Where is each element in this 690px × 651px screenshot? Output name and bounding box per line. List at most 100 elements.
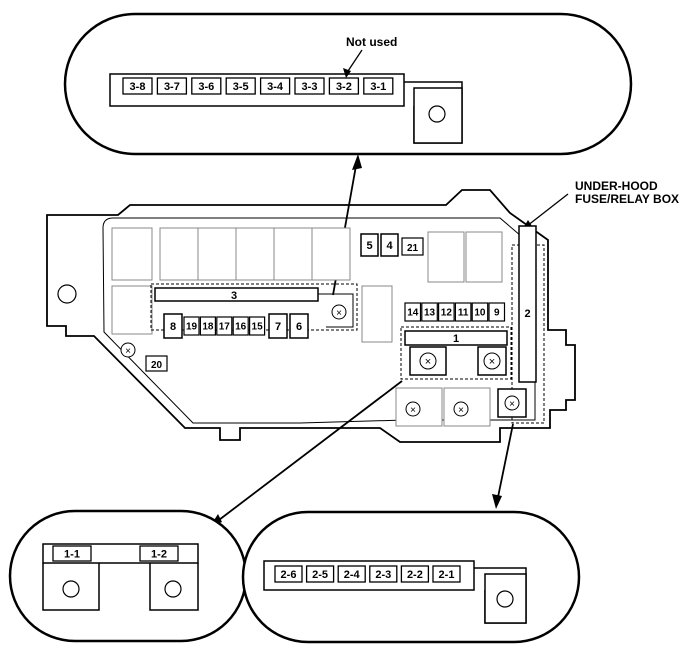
fuse-3-4-label: 3-4 (267, 81, 284, 93)
fuse-3-4-outline (259, 77, 291, 95)
fuse-2-2: 2-2 (400, 565, 430, 583)
fuse-3-8-outline (122, 77, 153, 95)
box-title-line2: FUSE/RELAY BOX (575, 192, 679, 206)
fuse-10-label: 10 (474, 308, 486, 319)
svg-text:×: × (509, 399, 515, 410)
fuse-2-label: 2 (524, 308, 530, 320)
fuse-3-4: 3-4 (259, 77, 291, 95)
fuse-12: 12 (438, 302, 455, 322)
fuse-2-5-outline (305, 565, 335, 583)
fuse-17-label: 17 (219, 322, 231, 333)
fuse-3-6-label: 3-6 (198, 81, 214, 93)
fuse-3-6: 3-6 (191, 77, 222, 95)
fuse-3-7-outline (156, 77, 188, 95)
fuse-2-6-outline (274, 565, 303, 583)
svg-text:×: × (336, 308, 342, 319)
svg-text:×: × (458, 405, 464, 416)
fuse-14-outline (404, 302, 422, 322)
fuse-21-label: 21 (407, 243, 419, 254)
arrow-to-fuse-2 (492, 423, 514, 509)
fuse-11-outline (454, 302, 472, 322)
fuse-6-label: 6 (296, 321, 302, 333)
fuse-2-1: 2-1 (432, 565, 461, 583)
fuse-14-label: 14 (407, 308, 419, 319)
fuse-13-outline (421, 302, 438, 322)
fuse-3-3-label: 3-3 (302, 81, 318, 93)
fuse-15-label: 15 (252, 322, 264, 333)
fuse-13: 13 (421, 302, 438, 322)
fuse-8-label: 8 (170, 321, 176, 333)
fuse-3-3: 3-3 (294, 77, 325, 95)
fuse-11: 11 (454, 302, 472, 322)
fuse-18: 18 (199, 316, 216, 336)
fuse-1-1: 1-1 (52, 545, 92, 562)
fuse-2-4-outline (337, 565, 366, 583)
arrow-to-fuse-1 (209, 380, 403, 528)
fuse-9-label: 9 (494, 308, 500, 319)
fuse-3-5-outline (225, 77, 256, 95)
fuse-19-label: 19 (186, 322, 198, 333)
fuse-3-5-label: 3-5 (233, 81, 249, 93)
fuse-1-2-outline (139, 545, 179, 562)
not-used-label: Not used (346, 35, 397, 49)
fuse-13-label: 13 (424, 308, 436, 319)
fuse-9: 9 (488, 302, 506, 322)
fuse-1-1-outline (52, 545, 92, 562)
fuse-2-5-label: 2-5 (312, 569, 328, 581)
fuse-3-2: 3-2 (328, 77, 360, 95)
svg-text:×: × (489, 356, 495, 368)
fuse-17: 17 (216, 316, 233, 336)
fuse-2-2-outline (400, 565, 430, 583)
fuse-3-7-label: 3-7 (164, 81, 180, 93)
fuse-16-outline (232, 316, 249, 336)
detail-fuse-3: 3-8 3-7 3-6 3-5 3-4 3-3 3-2 3-1 Not used (63, 12, 633, 156)
fuse-2-1-outline (432, 565, 461, 583)
svg-text:×: × (410, 405, 416, 416)
box-title: UNDER-HOOD FUSE/RELAY BOX (522, 179, 679, 230)
fuse-18-outline (199, 316, 216, 336)
fuse-16-label: 16 (235, 322, 247, 333)
fuse-19: 19 (183, 316, 200, 336)
svg-text:×: × (125, 346, 131, 357)
fuse-7-label: 7 (275, 321, 281, 333)
fuse-2-2-label: 2-2 (407, 569, 423, 581)
fuse-3-3-outline (294, 77, 325, 95)
fuse-15: 15 (249, 316, 266, 336)
fuse-2-3-outline (369, 565, 398, 583)
fuse-9-outline (488, 302, 506, 322)
fuse-17-outline (216, 316, 233, 336)
fuse-15-outline (249, 316, 266, 336)
fuse-2-6: 2-6 (274, 565, 303, 583)
fuse-19-outline (183, 316, 200, 336)
fuse-3-8: 3-8 (122, 77, 153, 95)
fuse-3-6-outline (191, 77, 222, 95)
fuse-3-2-label: 3-2 (336, 81, 352, 93)
fuse-3-7: 3-7 (156, 77, 188, 95)
fuse-2-1-label: 2-1 (439, 569, 455, 581)
detail-fuse-2: 2-6 2-5 2-4 2-3 2-2 2-1 (241, 510, 581, 644)
fuse-2-3-label: 2-3 (375, 569, 391, 581)
fuse-16: 16 (232, 316, 249, 336)
fuse-1-label: 1 (453, 333, 459, 345)
fuse-5-label: 5 (366, 240, 372, 252)
fuse-2-5: 2-5 (305, 565, 335, 583)
fuse-2-4-label: 2-4 (344, 569, 361, 581)
fuse-3-5: 3-5 (225, 77, 256, 95)
fuse-1-2: 1-2 (139, 545, 179, 562)
fuse-20-label: 20 (151, 360, 163, 371)
fuse-10-outline (471, 302, 489, 322)
fuse-3-1: 3-1 (363, 77, 394, 95)
fuse-3-1-label: 3-1 (370, 81, 386, 93)
fuse-12-outline (438, 302, 455, 322)
fuse-1-2-label: 1-2 (151, 548, 167, 560)
fuse-18-label: 18 (202, 322, 214, 333)
fuse-3-8-label: 3-8 (130, 81, 146, 93)
fuse-1-1-label: 1-1 (64, 548, 80, 560)
fuse-2-4: 2-4 (337, 565, 366, 583)
fuse-10: 10 (471, 302, 489, 322)
detail-fuse-1: 1-1 1-2 (8, 509, 248, 643)
fuse-4-label: 4 (386, 240, 393, 252)
fuse-14: 14 (404, 302, 422, 322)
svg-text:×: × (425, 356, 431, 368)
